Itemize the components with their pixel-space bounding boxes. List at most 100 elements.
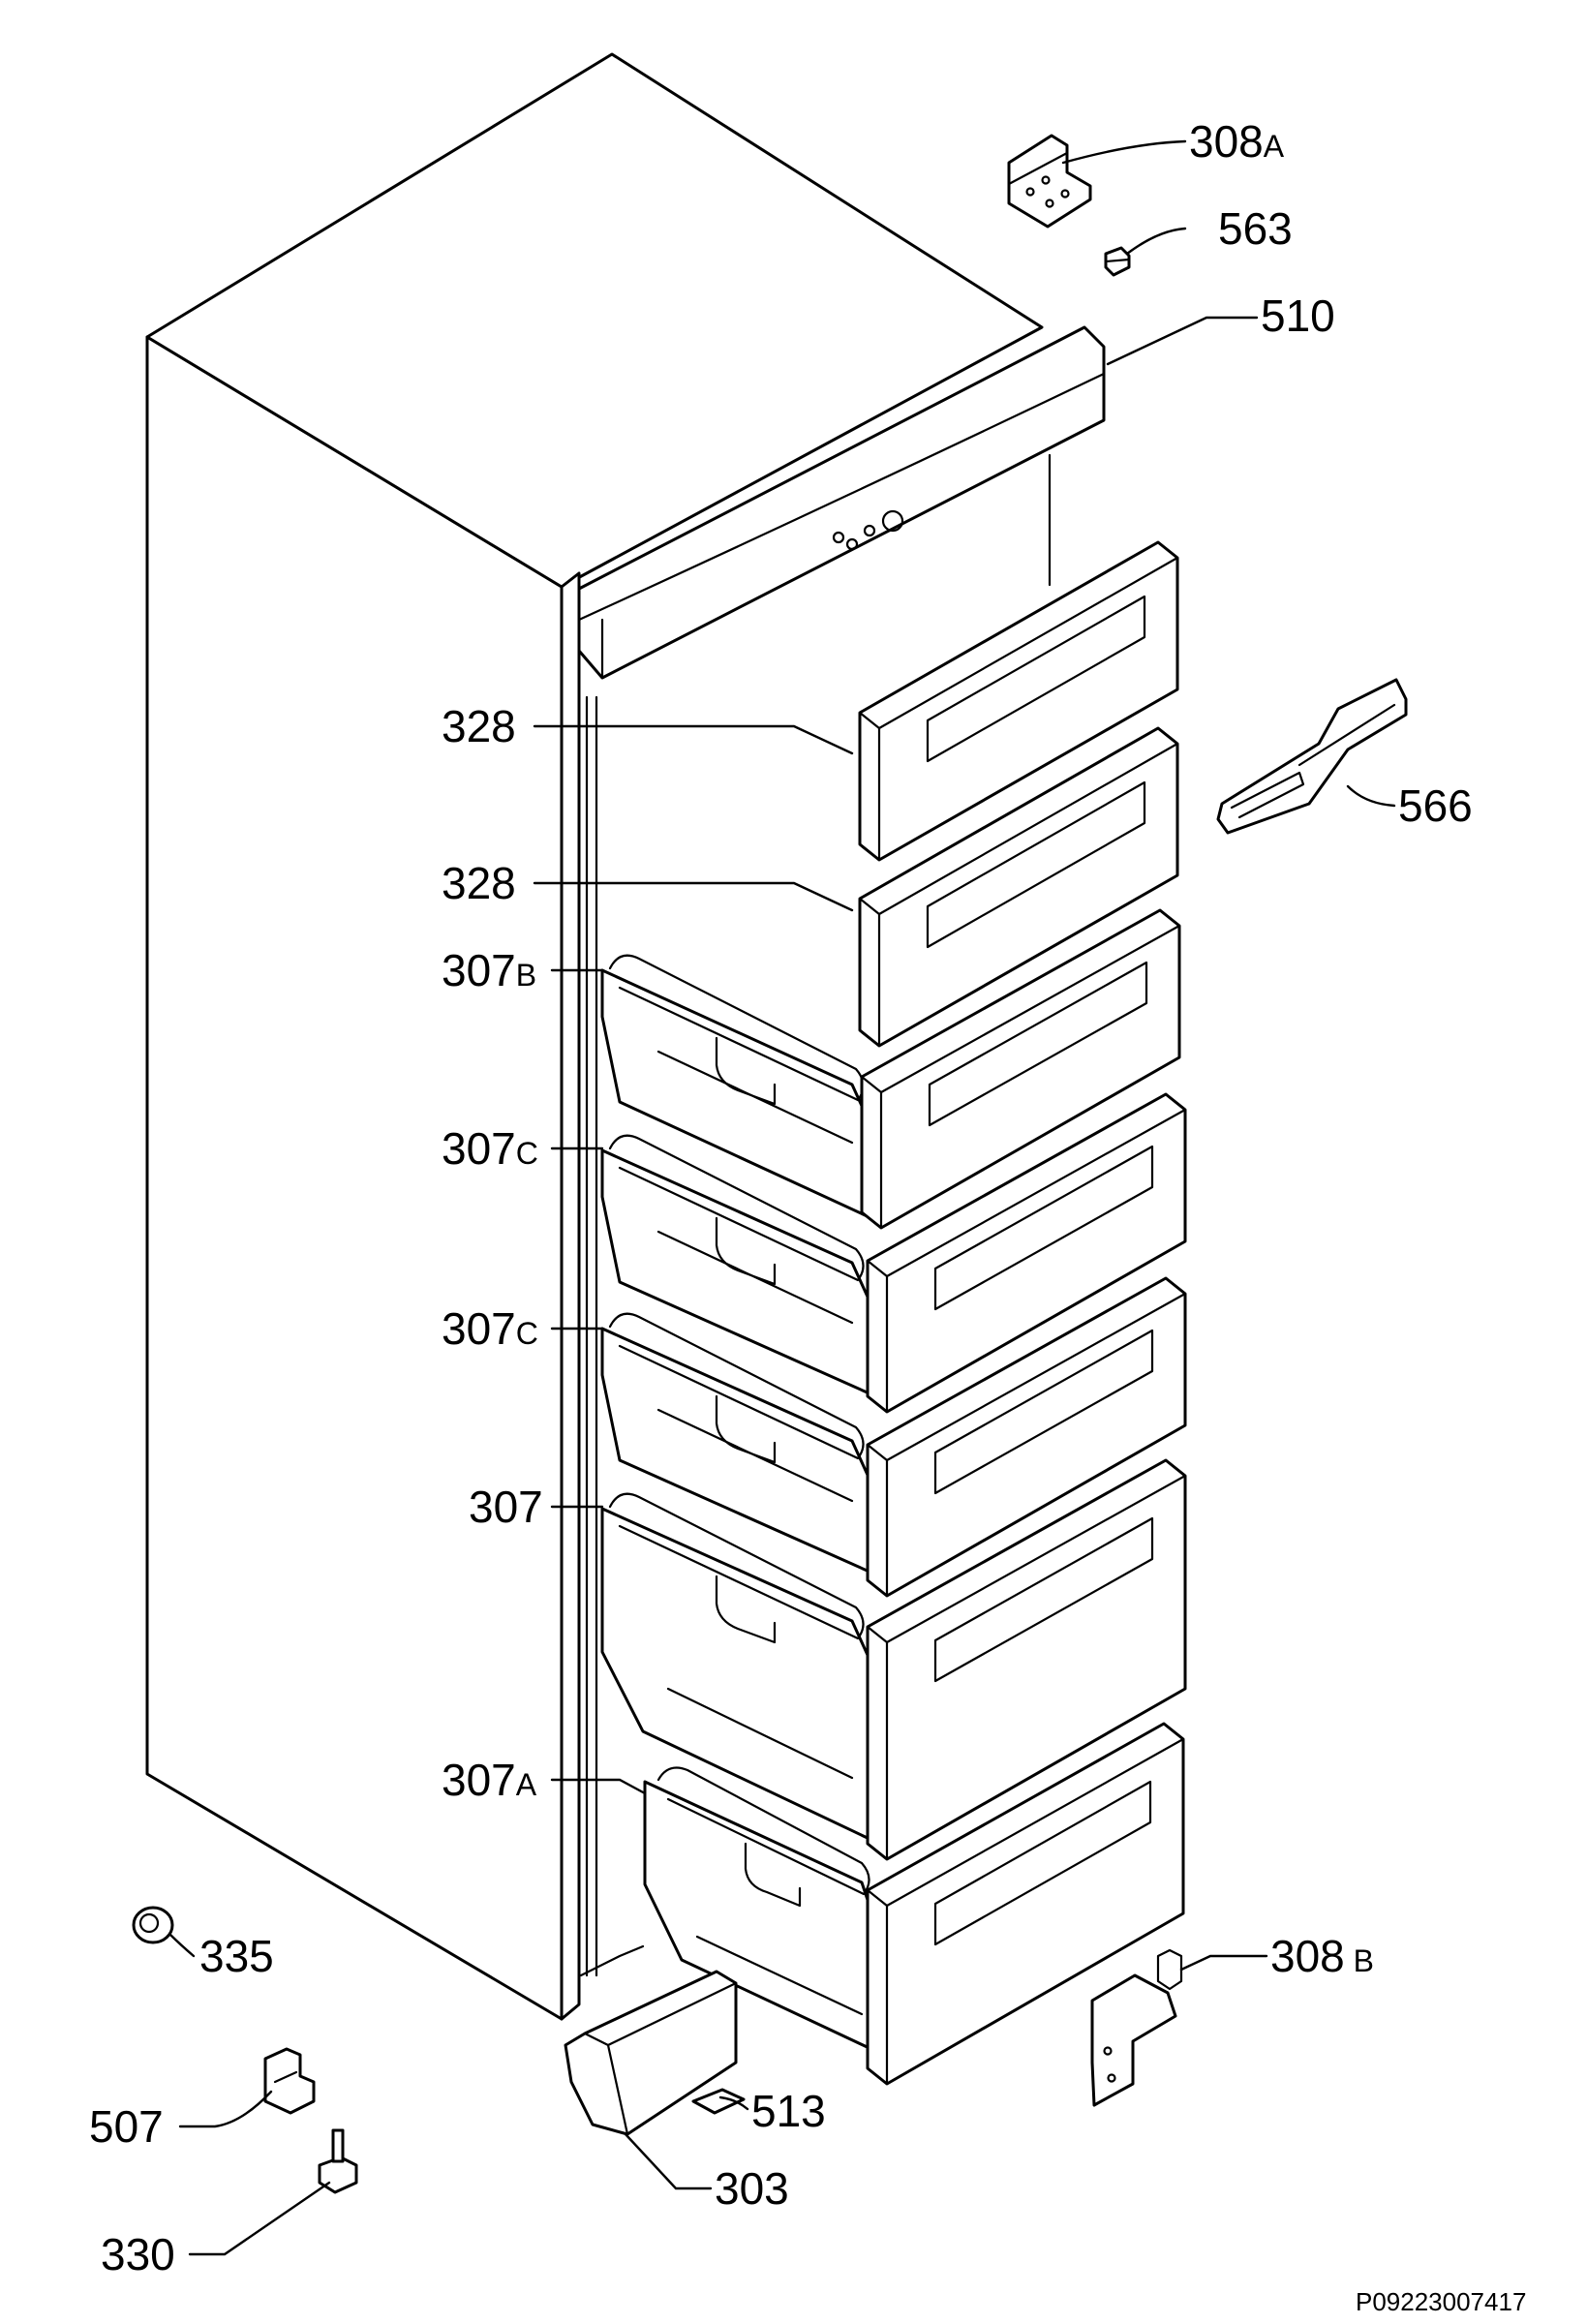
flap-328-upper-panel bbox=[858, 540, 1179, 862]
bottom-hinge-hole-icon bbox=[1103, 2046, 1113, 2056]
label-335-number: 335 bbox=[199, 1931, 274, 1981]
leader-335 bbox=[168, 1933, 196, 1958]
flap-328-upper bbox=[858, 540, 1179, 862]
control-panel-ridge bbox=[577, 325, 1106, 622]
basket-307-floor bbox=[666, 1687, 854, 1780]
label-307: 307 bbox=[469, 1482, 543, 1532]
front-307a-handle-recess bbox=[933, 1780, 1152, 1946]
ice-scraper-slot bbox=[1230, 771, 1305, 819]
drawer-fronts bbox=[858, 540, 1187, 2086]
basket-307c-upper-rim bbox=[608, 1134, 865, 1282]
label-307b: 307B bbox=[442, 945, 536, 995]
label-335: 335 bbox=[199, 1931, 274, 1981]
ice-scraper-ridge bbox=[1297, 703, 1396, 767]
bottom-hinge-part bbox=[1090, 1948, 1183, 2107]
top-hinge-part bbox=[1007, 134, 1092, 229]
label-563: 563 bbox=[1218, 203, 1293, 254]
door-clip-body bbox=[263, 2047, 316, 2115]
indicator-lamp-icon bbox=[863, 524, 876, 537]
label-303-number: 303 bbox=[715, 2163, 789, 2214]
adjustable-foot-part bbox=[318, 2128, 358, 2194]
leader-507 bbox=[178, 2090, 273, 2128]
label-308b-number: 308 bbox=[1270, 1931, 1345, 1981]
label-307a-number: 307 bbox=[442, 1755, 516, 1805]
label-307c-upper-suffix: C bbox=[516, 1136, 538, 1171]
label-307c-lower-suffix: C bbox=[516, 1316, 538, 1351]
cabinet-bottom-lip bbox=[579, 1944, 645, 1977]
bottom-hinge-pin-icon bbox=[1156, 1948, 1183, 1991]
label-328-lower: 328 bbox=[442, 858, 516, 908]
label-303: 303 bbox=[715, 2163, 789, 2214]
cabinet-top-panel bbox=[145, 52, 1044, 589]
label-330-number: 330 bbox=[101, 2229, 175, 2279]
front-307c-upper-top-edge bbox=[885, 1108, 1187, 1278]
label-328-lower-number: 328 bbox=[442, 858, 516, 908]
door-clip-part bbox=[263, 2047, 316, 2115]
front-307c-lower-top-edge bbox=[885, 1292, 1187, 1462]
flap-328-upper-handle-recess bbox=[926, 595, 1146, 763]
thermostat-knob-icon bbox=[881, 509, 904, 533]
cabinet-body bbox=[145, 52, 1044, 2021]
leader-513 bbox=[718, 2095, 749, 2111]
front-307b bbox=[860, 908, 1181, 1230]
front-307a-top-edge bbox=[885, 1737, 1185, 1908]
label-328-upper-number: 328 bbox=[442, 701, 516, 751]
label-308a-number: 308 bbox=[1189, 116, 1264, 167]
leader-566 bbox=[1346, 784, 1396, 808]
label-513: 513 bbox=[751, 2086, 826, 2136]
label-513-number: 513 bbox=[751, 2086, 826, 2136]
label-330: 330 bbox=[101, 2229, 175, 2279]
label-507-number: 507 bbox=[89, 2101, 164, 2152]
label-307-number: 307 bbox=[469, 1482, 543, 1532]
flap-328-lower-handle-recess bbox=[926, 780, 1146, 949]
basket-307-rim bbox=[608, 1492, 865, 1640]
basket-307a-rim bbox=[656, 1766, 870, 1896]
label-307b-number: 307 bbox=[442, 945, 516, 995]
top-hinge-hole-icon bbox=[1060, 189, 1070, 199]
part-labels: 308A 563 510 328 328 566 307B 307C 307C … bbox=[89, 116, 1526, 2316]
leader-510 bbox=[1106, 316, 1259, 366]
front-307-panel bbox=[866, 1458, 1187, 1861]
label-566: 566 bbox=[1398, 780, 1473, 831]
top-hinge-hole-icon bbox=[1041, 175, 1051, 185]
leader-308b bbox=[1179, 1954, 1268, 1972]
basket-307c-lower-rim bbox=[608, 1312, 865, 1460]
label-566-number: 566 bbox=[1398, 780, 1473, 831]
flap-328-lower-top-edge bbox=[877, 742, 1179, 916]
leader-328-upper bbox=[533, 724, 854, 755]
plinth-body bbox=[564, 1970, 738, 2136]
flap-328-lower-panel bbox=[858, 726, 1179, 1048]
indicator-lamp-icon bbox=[845, 537, 859, 551]
top-hinge-hole-icon bbox=[1025, 187, 1035, 197]
front-307c-upper-handle-recess bbox=[933, 1145, 1154, 1311]
door-clip-notch bbox=[273, 2070, 298, 2084]
label-307c-lower-number: 307 bbox=[442, 1303, 516, 1354]
cover-cap-part bbox=[132, 1906, 174, 1944]
front-307-handle-recess bbox=[933, 1516, 1154, 1683]
label-308a: 308A bbox=[1189, 116, 1285, 167]
top-hinge-fold bbox=[1007, 151, 1069, 186]
cover-cap-icon bbox=[132, 1906, 174, 1944]
basket-307c-upper-floor bbox=[656, 1230, 854, 1325]
ice-scraper-part bbox=[1216, 678, 1408, 835]
air-grille-icon bbox=[691, 2088, 746, 2115]
leader-308a bbox=[1061, 139, 1187, 165]
label-307c-lower: 307C bbox=[442, 1303, 538, 1354]
basket-307a-floor bbox=[695, 1935, 864, 2016]
top-hinge-hole-icon bbox=[1045, 199, 1054, 208]
bottom-hinge-plate bbox=[1090, 1973, 1177, 2107]
label-328-upper: 328 bbox=[442, 701, 516, 751]
label-563-number: 563 bbox=[1218, 203, 1293, 254]
leader-lines bbox=[168, 139, 1396, 2256]
hinge-pin-groove bbox=[1104, 258, 1131, 263]
drawing-reference-number: P09223007417 bbox=[1356, 2287, 1526, 2316]
plinth-part bbox=[564, 1970, 738, 2136]
label-307c-upper: 307C bbox=[442, 1123, 538, 1174]
label-307b-suffix: B bbox=[516, 958, 536, 993]
leader-330 bbox=[188, 2181, 331, 2256]
leader-307a bbox=[550, 1778, 647, 1795]
front-307 bbox=[866, 1458, 1187, 1861]
flap-328-lower bbox=[858, 726, 1179, 1048]
label-307c-upper-number: 307 bbox=[442, 1123, 516, 1174]
